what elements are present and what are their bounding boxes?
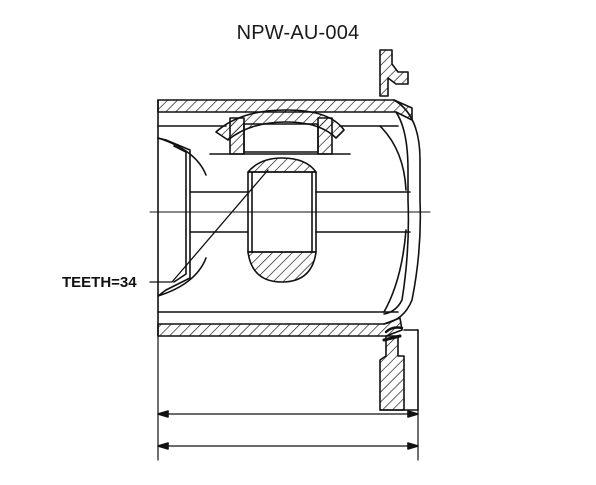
- flange-lower: [379, 335, 405, 411]
- seal-ring-2: [382, 334, 402, 342]
- shaft-neck-inner: [173, 145, 187, 283]
- dim-arrow-left-1: [157, 410, 169, 418]
- upper-bearing-left: [229, 117, 245, 155]
- housing-right-profile: [383, 99, 422, 325]
- housing-inner-right-profile: [383, 111, 410, 315]
- teeth-leader-line: [149, 169, 269, 283]
- spider-roller-top: [247, 157, 317, 173]
- part-number-title: NPW-AU-004: [236, 22, 360, 44]
- seal-ring: [384, 326, 404, 334]
- housing-bottom-wall: [157, 317, 403, 337]
- shaft-neck-bottom: [157, 289, 167, 297]
- upper-roller-body: [243, 123, 319, 153]
- cage-left-curve-lower: [157, 257, 207, 297]
- shaft-neck-top: [157, 137, 167, 141]
- dim-arrow-right-1: [407, 410, 419, 418]
- dim-arrow-left-2: [157, 442, 169, 450]
- shaft-neck: [165, 139, 191, 291]
- cage-left-curve: [157, 137, 207, 176]
- upper-bearing-right: [317, 117, 333, 155]
- housing-inner-race: [379, 125, 407, 191]
- flange-top: [379, 49, 409, 97]
- housing-inner-race-lower: [383, 229, 407, 313]
- teeth-callout: TEETH=34: [62, 274, 137, 291]
- dim-arrow-right-2: [407, 442, 419, 450]
- spider-roller-bottom: [247, 251, 317, 283]
